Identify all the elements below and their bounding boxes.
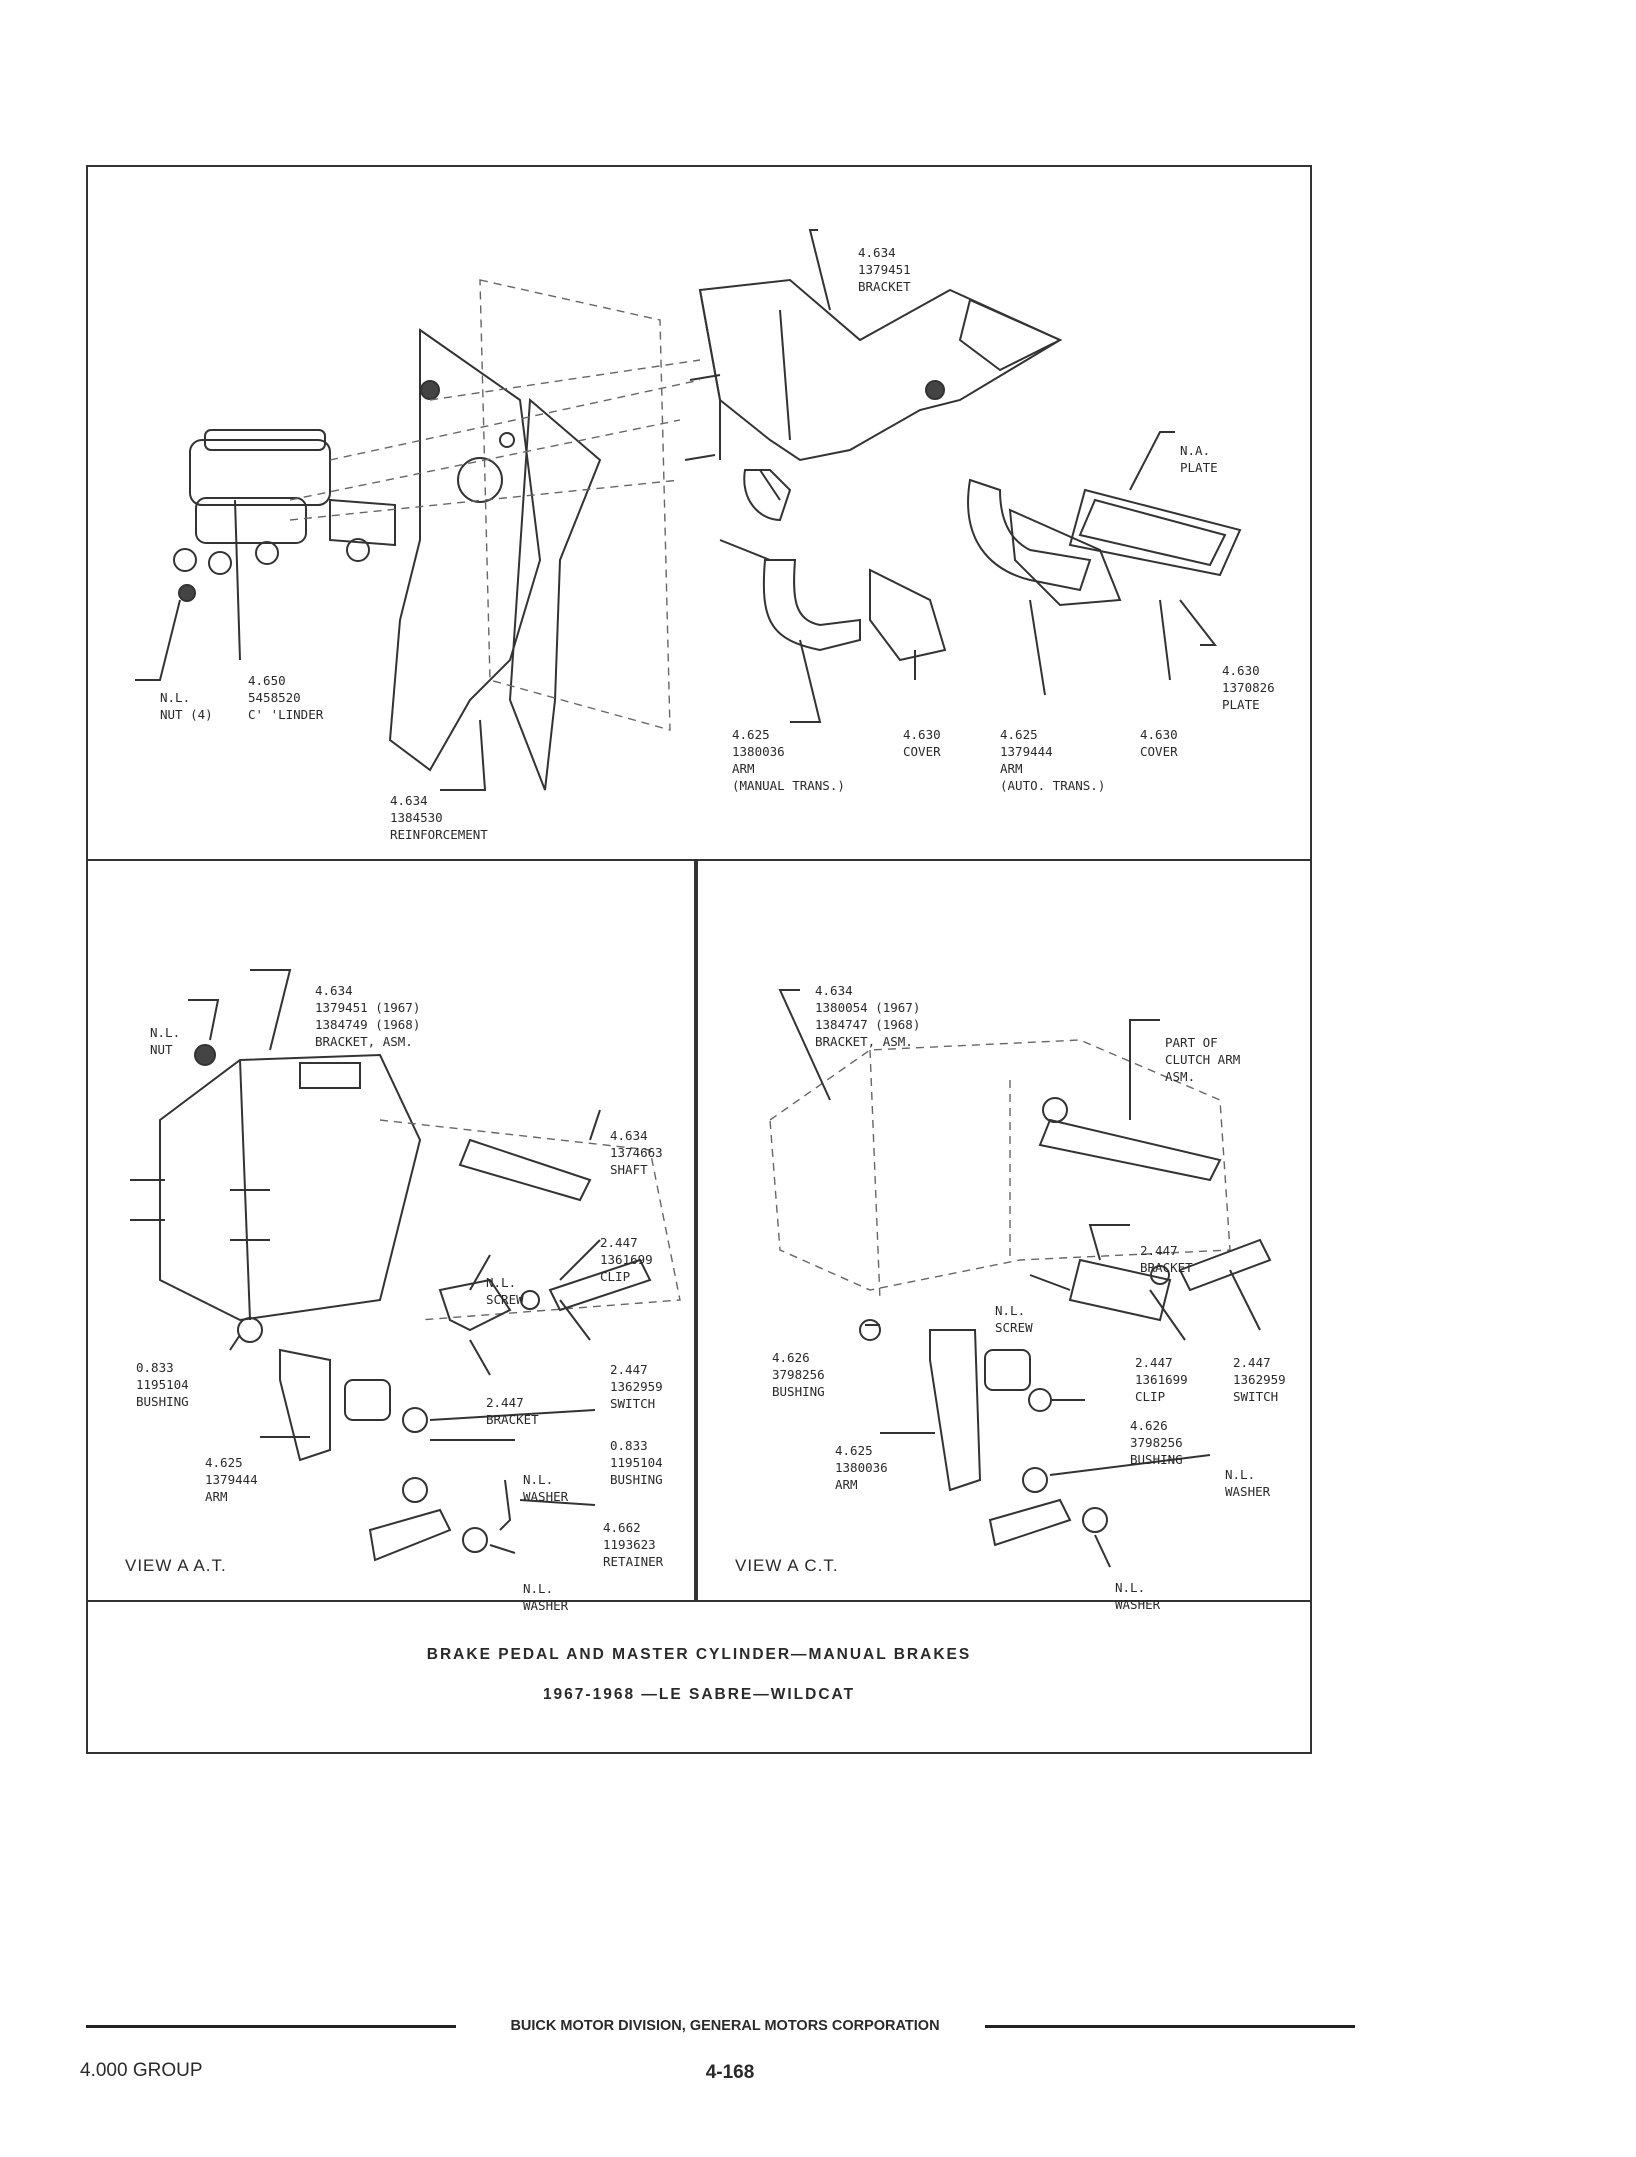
caption-title: BRAKE PEDAL AND MASTER CYLINDER—MANUAL B… xyxy=(426,1646,972,1663)
view-ct-drawing xyxy=(769,1039,1272,1547)
footer-group: 4.000 GROUP xyxy=(80,2060,203,2081)
view-at-title: VIEW A A.T. xyxy=(125,1556,227,1575)
caption-frame xyxy=(86,1600,1312,1754)
master-cylinder-drawing xyxy=(173,429,396,602)
view-at-leader-lines xyxy=(188,969,601,1554)
label-nl-nut: N.L.NUT (4) xyxy=(160,690,213,722)
main-view-frame xyxy=(86,165,1312,861)
footer-division: BUICK MOTOR DIVISION, GENERAL MOTORS COR… xyxy=(510,2018,940,2034)
view-ct-title: VIEW A C.T. xyxy=(735,1556,839,1575)
pedal-arms-drawing xyxy=(719,469,1242,662)
firewall-plate-drawing xyxy=(289,279,701,791)
ct-label-nl-washer-2: N.L.WASHER xyxy=(1115,1580,1161,1612)
footer-page-number: 4-168 xyxy=(705,2062,755,2083)
view-ct-frame xyxy=(694,859,1312,1602)
ct-label-nl-screw: N.L.SCREW xyxy=(995,1303,1033,1335)
footer-rule-right xyxy=(985,2025,1355,2028)
at-label-nl-washer-2: N.L.WASHER xyxy=(523,1581,569,1613)
at-label-nl-screw: N.L.SCREW xyxy=(486,1275,524,1307)
at-label-nl-nut: N.L.NUT xyxy=(150,1025,181,1057)
view-at-drawing xyxy=(130,1044,681,1562)
footer-rule-left xyxy=(86,2025,456,2028)
ct-label-nl-washer-1: N.L.WASHER xyxy=(1225,1467,1271,1499)
view-ct-leader-lines xyxy=(778,989,1261,1568)
view-at-frame xyxy=(86,859,698,1602)
pedal-bracket-drawing xyxy=(684,278,1063,462)
label-na-plate: N.A.PLATE xyxy=(1180,443,1218,475)
at-label-nl-washer-1: N.L.WASHER xyxy=(523,1472,569,1504)
main-view-leader-lines xyxy=(135,229,1218,791)
caption-models: 1967-1968 —LE SABRE—WILDCAT xyxy=(542,1686,856,1703)
